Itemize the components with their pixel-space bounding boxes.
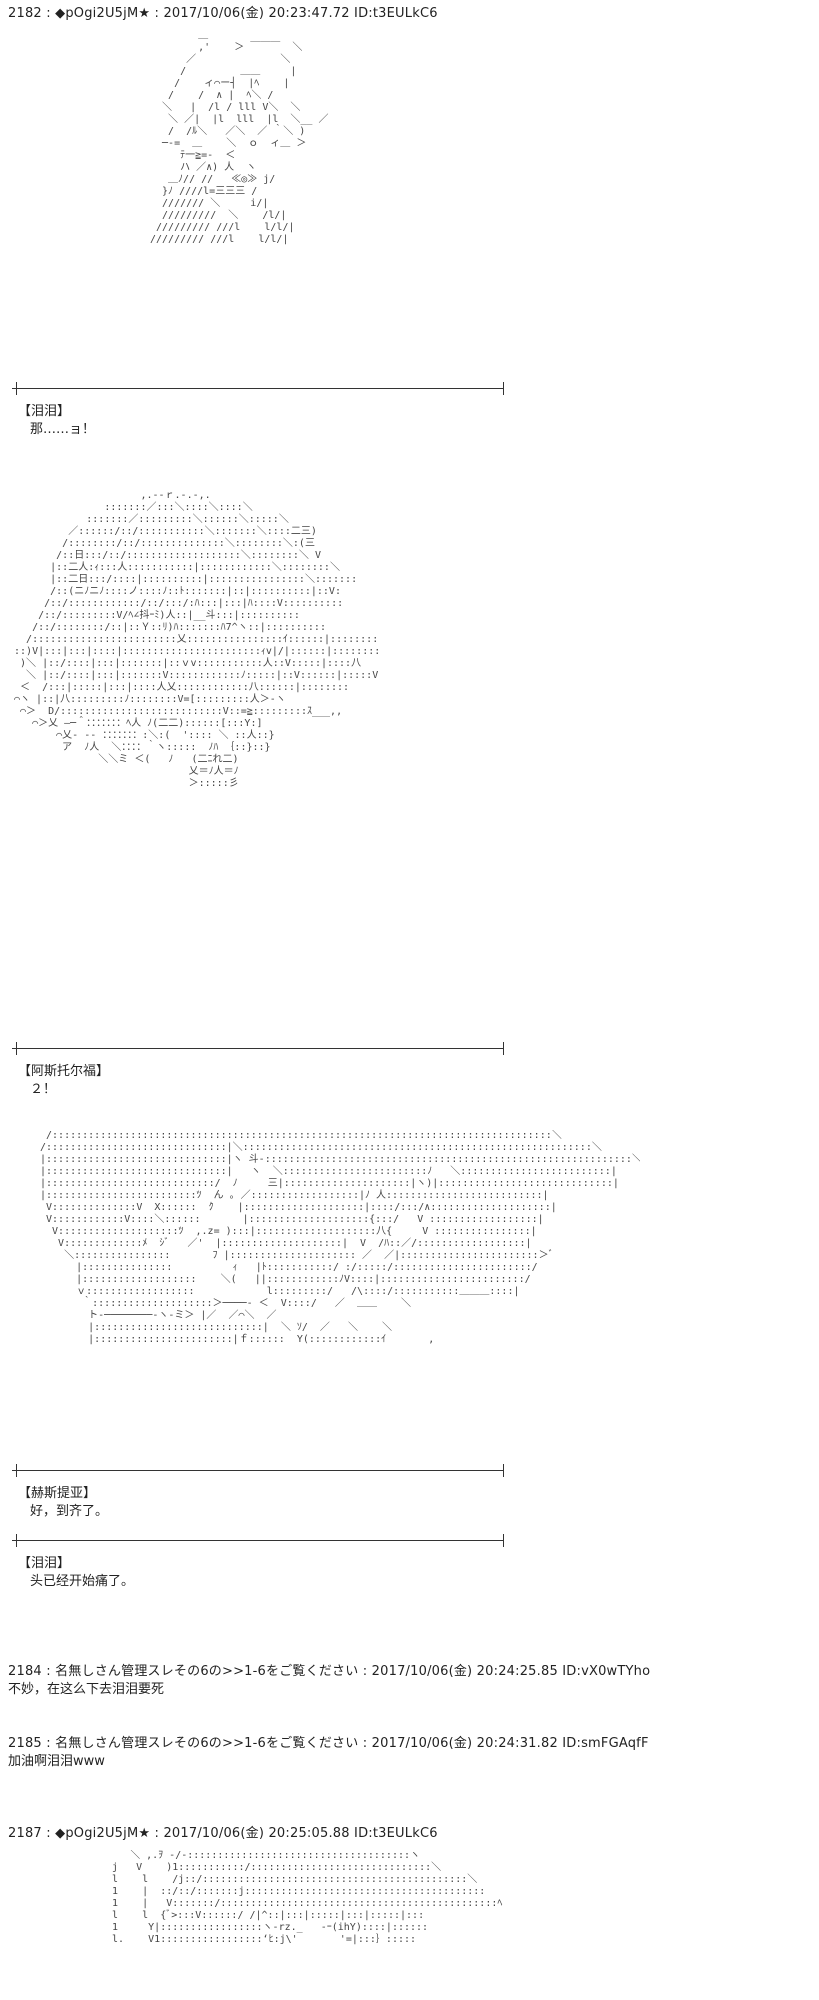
divider-line	[12, 1042, 504, 1055]
speaker-label: 【阿斯托尔福】	[18, 1064, 110, 1079]
ascii-art-character-partial: ＼ ,.ｦ ‐/‐:::::::::::::::::::::::::::::::…	[112, 1850, 503, 1945]
speech-text: ２！	[30, 1082, 57, 1097]
post-header-2182: 2182 : ◆pOgi2U5jM★ : 2017/10/06(金) 20:23…	[8, 6, 438, 21]
post-body-2185: 加油啊泪泪www	[8, 1754, 105, 1769]
speech-text: 头已经开始痛了。	[30, 1574, 135, 1589]
speaker-label: 【泪泪】	[18, 1556, 71, 1571]
speech-text: 好，到齐了。	[30, 1504, 109, 1519]
ascii-art-girl-with-hat: ＿ ,' ＞ ￣￣￣ ＼ ／ ＼ / ＿＿ | / ィ⌒ー┤ |ﾍ | / / …	[150, 30, 329, 245]
speaker-label: 【泪泪】	[18, 404, 71, 419]
post-header-2187: 2187 : ◆pOgi2U5jM★ : 2017/10/06(金) 20:25…	[8, 1826, 438, 1841]
divider-line	[12, 1534, 504, 1547]
speech-text: 那……ョ！	[30, 422, 96, 437]
speaker-label: 【赫斯提亚】	[18, 1486, 97, 1501]
divider-line	[12, 1464, 504, 1477]
post-header-2185: 2185 : 名無しさん管理スレその6の>>1-6をご覧ください : 2017/…	[8, 1736, 649, 1751]
ascii-art-girl-with-twintails: /:::::::::::::::::::::::::::::::::::::::…	[40, 1130, 640, 1345]
post-header-2184: 2184 : 名無しさん管理スレその6の>>1-6をご覧ください : 2017/…	[8, 1664, 651, 1679]
ascii-art-long-haired-character: ,.-‐ｒ.‐.‐,. :::::::／:::＼::::＼::::＼ :::::…	[14, 490, 381, 789]
divider-line	[12, 382, 504, 395]
post-body-2184: 不妙，在这么下去泪泪要死	[8, 1682, 165, 1697]
